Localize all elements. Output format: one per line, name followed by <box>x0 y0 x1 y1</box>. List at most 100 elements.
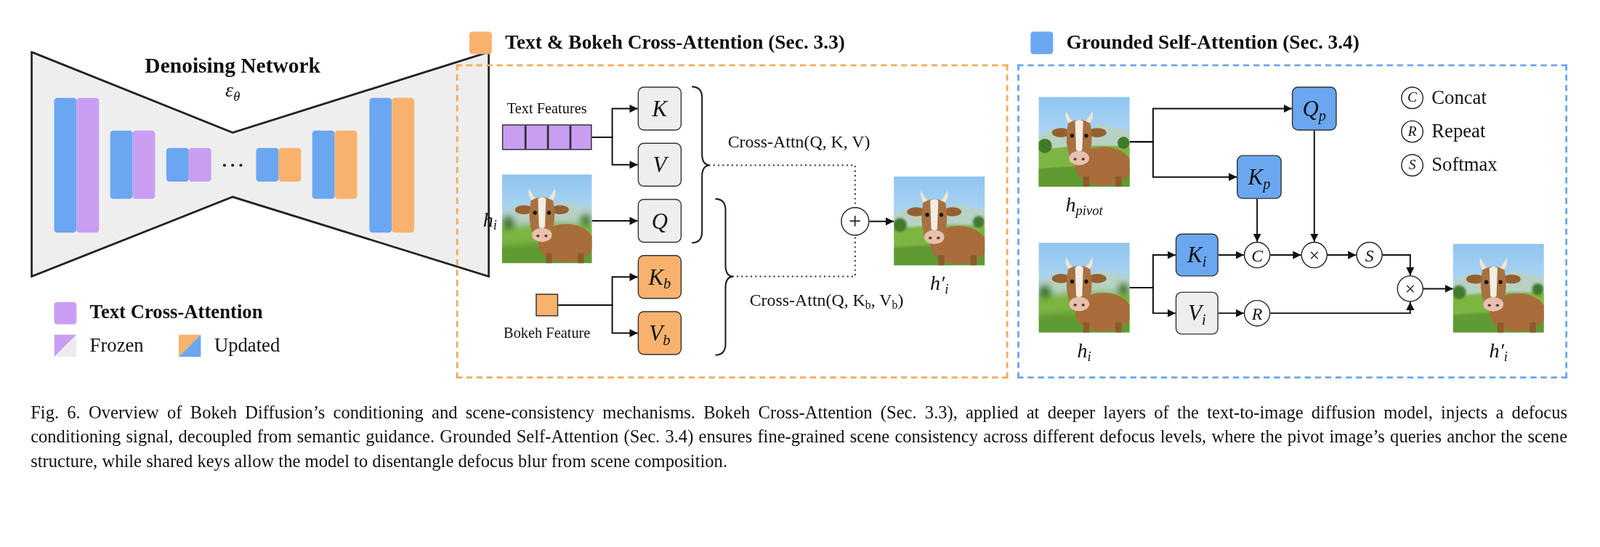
photo-background <box>1453 244 1545 333</box>
subscript: i <box>1202 253 1207 270</box>
formula-text: , V <box>871 290 893 311</box>
cow-photo <box>1453 244 1545 333</box>
operator-letter: C <box>1407 90 1417 106</box>
arrow-connector <box>1313 130 1316 242</box>
subscript: i <box>1201 311 1207 328</box>
arrow-connector <box>1218 254 1244 256</box>
photo-background <box>502 174 593 264</box>
layer-bar <box>278 148 301 182</box>
cow-figure <box>1466 257 1545 333</box>
arrow-connector <box>1218 312 1244 314</box>
legend-text: Updated <box>214 334 280 357</box>
cow-photo <box>1039 96 1130 187</box>
photo-background <box>1039 242 1130 333</box>
photo-background <box>893 176 985 266</box>
math-label: h′i <box>1489 340 1508 361</box>
photo-background <box>893 176 985 266</box>
arrow-connector <box>1423 287 1454 290</box>
heading-swatch <box>469 31 492 55</box>
projection-box: K <box>637 86 682 131</box>
formula-text: ) <box>897 290 904 311</box>
legend-swatch <box>178 334 202 358</box>
formula-text: Cross-Attn(Q, K <box>749 290 866 311</box>
projection-box: Vi <box>1175 292 1219 335</box>
cow-photo <box>502 174 593 264</box>
swatch-half <box>178 334 202 358</box>
module-panel: Grounded Self-Attention (Sec. 3.4)hpivot… <box>1017 63 1568 379</box>
text-feature-bar: Text Features <box>502 124 593 150</box>
figure-caption: Fig. 6. Overview of Bokeh Diffusion’s co… <box>30 400 1568 474</box>
arrow-connector <box>1129 255 1176 288</box>
arrow-connector <box>558 276 638 306</box>
hourglass-shape <box>31 52 490 277</box>
subscript: i <box>1087 348 1092 365</box>
layer-bar <box>391 98 415 233</box>
math-label: S <box>1365 246 1375 264</box>
arrow-connector <box>592 220 638 222</box>
projection-box: V <box>637 143 682 187</box>
bar-divider <box>524 125 527 149</box>
subscript: θ <box>233 88 240 104</box>
subscript: b <box>662 331 670 348</box>
cow-photo <box>1039 242 1130 333</box>
math-label: + <box>848 209 862 233</box>
feature-label: Text Features <box>507 100 588 118</box>
layer-bar <box>369 98 392 233</box>
math-label: hi <box>1077 340 1092 361</box>
cow-figure <box>515 188 593 264</box>
feature-label: Bokeh Feature <box>503 324 591 343</box>
projection-box: Vb <box>637 310 682 355</box>
math-label: Qp <box>1302 97 1327 120</box>
ellipsis-dot <box>223 163 226 167</box>
variable-name: + <box>848 207 862 234</box>
operator-letter: S <box>1408 158 1417 173</box>
layer-bar <box>188 148 212 182</box>
projection-box: Ki <box>1175 233 1219 277</box>
photo-background <box>1453 244 1545 333</box>
variable-name: R <box>1251 303 1263 324</box>
photo-background <box>1039 242 1130 333</box>
variable-name: K <box>652 95 668 121</box>
feature-image: h′i <box>893 176 985 266</box>
variable-name: × <box>1309 244 1320 266</box>
math-label: Ki <box>1187 244 1207 267</box>
layer-bar <box>312 130 335 200</box>
variable-name: h′ <box>1489 338 1505 362</box>
subscript: b <box>663 275 671 292</box>
arrow-connector <box>1270 302 1410 314</box>
attention-formula: Cross-Attn(Q, Kb, Vb) <box>749 291 904 311</box>
math-label: Kb <box>648 265 671 289</box>
dotted-line <box>713 165 856 208</box>
operator-letter: R <box>1408 124 1417 139</box>
arrow-connector <box>1327 254 1356 256</box>
operator-circle: R <box>1243 300 1271 327</box>
swatch-half <box>178 334 202 358</box>
subscript: i <box>1504 348 1508 365</box>
panel-title: Text & Bokeh Cross-Attention (Sec. 3.3) <box>504 31 846 55</box>
math-label: h′i <box>930 272 949 293</box>
subscript: i <box>944 281 949 298</box>
layer-bar <box>166 148 189 182</box>
arrow-connector <box>592 137 638 165</box>
legend-swatch <box>53 334 77 358</box>
variable-name: × <box>1405 278 1416 299</box>
curly-brace <box>691 86 710 243</box>
legend-text: Softmax <box>1431 154 1497 176</box>
bar-divider <box>569 125 572 149</box>
hourglass-outline <box>30 50 490 278</box>
denoising-network: Denoising Networkεθ <box>30 50 490 278</box>
layer-bar <box>255 148 279 182</box>
arrow-connector <box>869 220 894 223</box>
attention-formula: Cross-Attn(Q, K, V) <box>728 132 871 152</box>
cow-photo <box>893 176 985 266</box>
operator-symbol: S <box>1400 154 1424 177</box>
variable-name: h <box>1065 192 1077 216</box>
math-label: × <box>1309 245 1320 264</box>
photo-background <box>1039 96 1130 187</box>
layer-bar <box>132 130 156 200</box>
module-panel: Text & Bokeh Cross-Attention (Sec. 3.3)T… <box>456 63 1009 379</box>
subscript: p <box>1262 175 1271 192</box>
math-label: R <box>1251 304 1263 322</box>
variable-name: C <box>1251 245 1263 266</box>
